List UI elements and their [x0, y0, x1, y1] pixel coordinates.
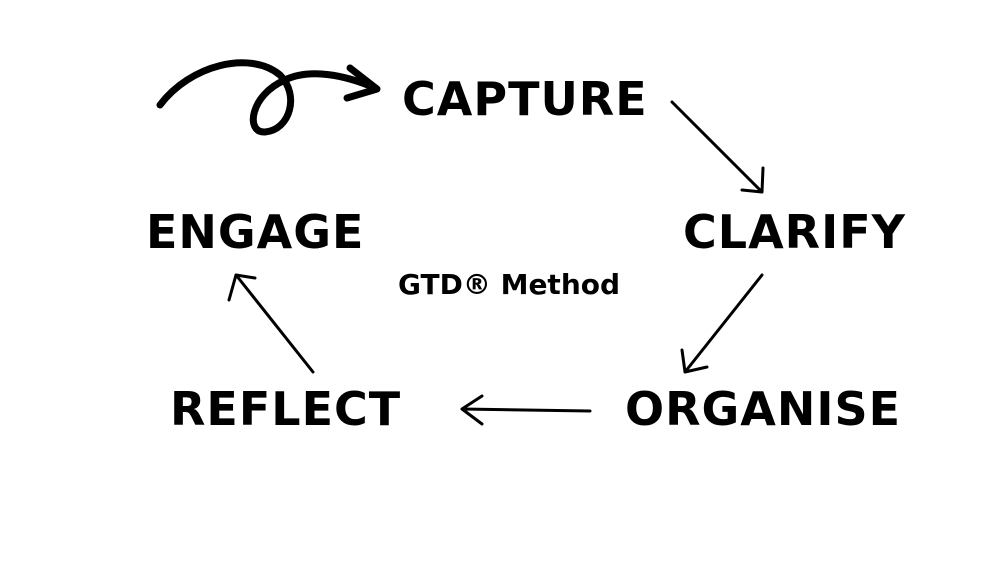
step-organise: ORGANISE [625, 382, 902, 436]
start-loop-arrow [156, 59, 379, 136]
step-reflect: REFLECT [170, 382, 402, 436]
arrow-reflect-engage [227, 273, 315, 374]
center-title: GTD® Method [398, 268, 621, 301]
step-capture: CAPTURE [402, 72, 648, 126]
arrow-organise-reflect [460, 394, 592, 426]
step-clarify: CLARIFY [683, 205, 906, 259]
arrow-capture-clarify [670, 100, 765, 194]
step-engage: ENGAGE [146, 205, 365, 259]
start-arrowhead [343, 64, 381, 102]
arrow-clarify-organise [680, 273, 764, 374]
